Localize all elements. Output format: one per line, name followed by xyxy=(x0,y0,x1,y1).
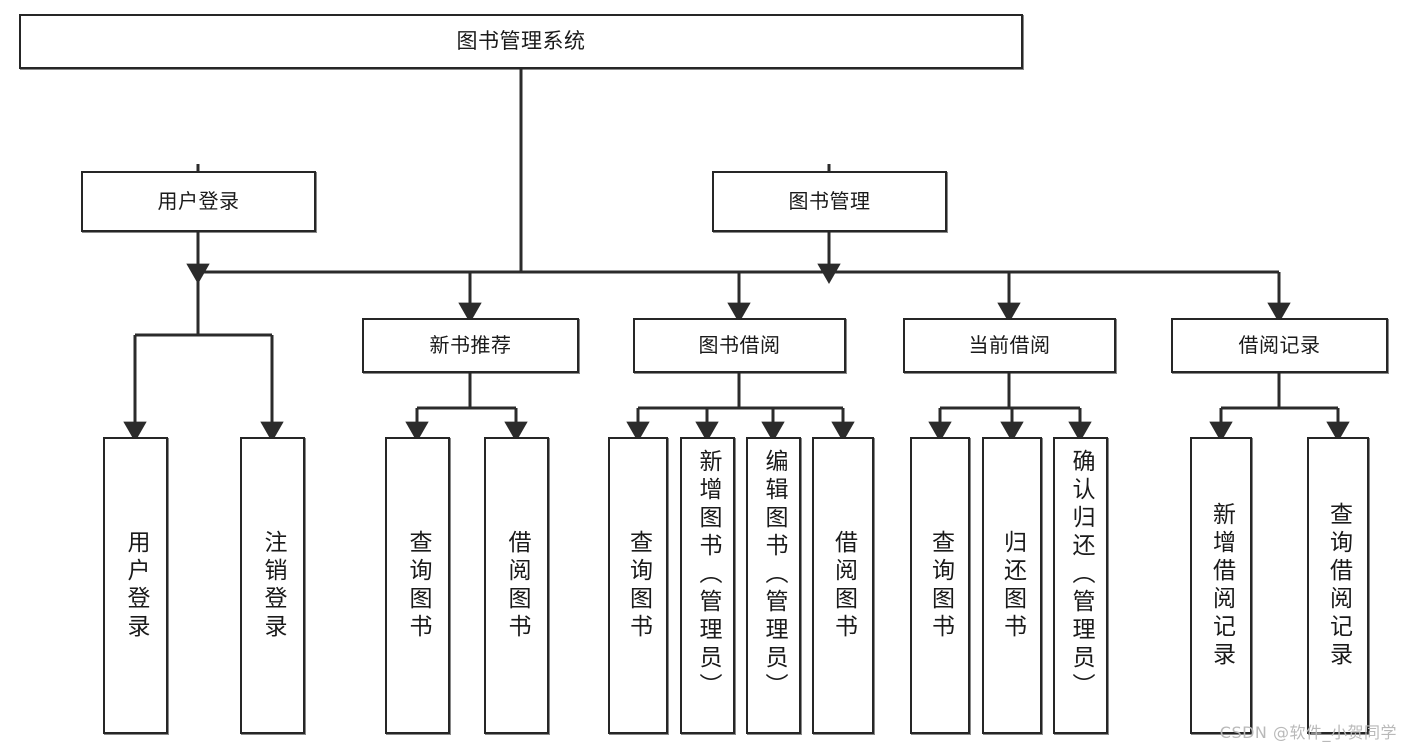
node-leaf-query-book-2[interactable]: 查询图书 xyxy=(608,437,668,734)
node-leaf-user-login[interactable]: 用户登录 xyxy=(103,437,168,734)
node-label: 用户登录 xyxy=(123,529,149,642)
node-label: 注销登录 xyxy=(260,529,286,642)
node-leaf-query-book-1[interactable]: 查询图书 xyxy=(385,437,450,734)
node-book-borrow[interactable]: 图书借阅 xyxy=(633,318,846,373)
node-label: 借阅记录 xyxy=(1238,333,1321,357)
node-leaf-query-record[interactable]: 查询借阅记录 xyxy=(1307,437,1369,734)
node-label: 查询借阅记录 xyxy=(1325,501,1352,670)
node-label: 编辑图书（管理员） xyxy=(761,449,787,701)
node-book-management[interactable]: 图书管理 xyxy=(712,171,947,232)
node-label: 图书管理系统 xyxy=(456,29,586,54)
node-leaf-borrow-book-1[interactable]: 借阅图书 xyxy=(484,437,549,734)
node-label: 查询图书 xyxy=(405,529,431,642)
node-label: 归还图书 xyxy=(999,529,1026,642)
node-current-borrow[interactable]: 当前借阅 xyxy=(903,318,1116,373)
node-label: 查询图书 xyxy=(625,529,652,642)
node-leaf-confirm-return[interactable]: 确认归还（管理员） xyxy=(1053,437,1108,734)
node-leaf-borrow-book-2[interactable]: 借阅图书 xyxy=(812,437,874,734)
node-label: 图书借阅 xyxy=(698,333,781,357)
node-leaf-logout[interactable]: 注销登录 xyxy=(240,437,305,734)
node-label: 确认归还（管理员） xyxy=(1068,449,1094,701)
node-label: 借阅图书 xyxy=(830,529,857,642)
node-label: 用户登录 xyxy=(157,189,240,213)
node-borrow-records[interactable]: 借阅记录 xyxy=(1171,318,1388,373)
node-leaf-add-record[interactable]: 新增借阅记录 xyxy=(1190,437,1252,734)
node-label: 查询图书 xyxy=(927,529,954,642)
node-leaf-add-book[interactable]: 新增图书（管理员） xyxy=(680,437,735,734)
node-user-login[interactable]: 用户登录 xyxy=(81,171,316,232)
node-label: 借阅图书 xyxy=(504,529,530,642)
node-leaf-return-book[interactable]: 归还图书 xyxy=(982,437,1042,734)
node-label: 新书推荐 xyxy=(429,333,512,357)
node-new-book-recommend[interactable]: 新书推荐 xyxy=(362,318,579,373)
node-leaf-query-book-3[interactable]: 查询图书 xyxy=(910,437,970,734)
node-label: 新增图书（管理员） xyxy=(695,449,721,701)
csdn-watermark: CSDN @软件_小贺同学 xyxy=(1219,723,1397,742)
node-label: 图书管理 xyxy=(788,189,871,213)
node-label: 新增借阅记录 xyxy=(1208,501,1235,670)
node-leaf-edit-book[interactable]: 编辑图书（管理员） xyxy=(746,437,801,734)
node-label: 当前借阅 xyxy=(968,333,1051,357)
node-root-system[interactable]: 图书管理系统 xyxy=(19,14,1023,69)
